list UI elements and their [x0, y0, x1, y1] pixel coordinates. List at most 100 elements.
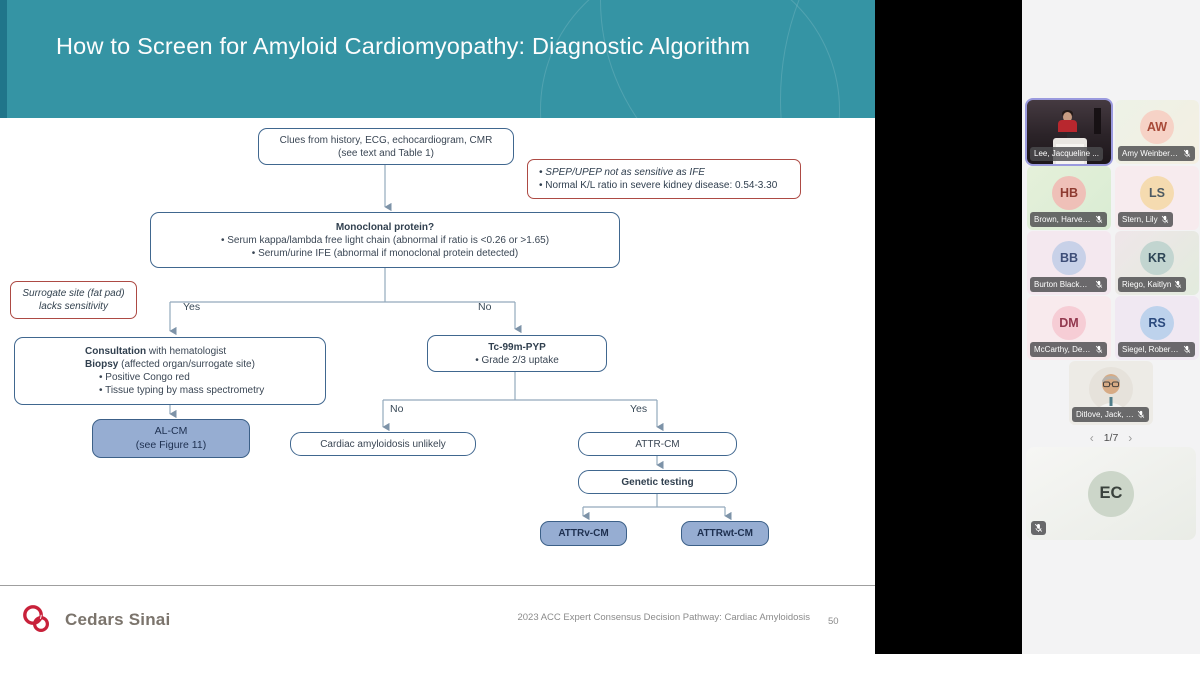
surrogate-line1: Surrogate site (fat pad) [22, 288, 125, 299]
consult-bullet1: • Positive Congo red [99, 372, 190, 383]
participant-name-tag: Ditlove, Jack, M.D. [1072, 407, 1149, 422]
mic-muted-icon [1137, 410, 1145, 419]
gallery-pager: ‹ 1/7 › [1022, 431, 1200, 445]
mic-muted-icon [1161, 215, 1168, 224]
mic-muted-icon [1095, 280, 1103, 289]
flow-note-spep: • SPEP/UPEP not as sensitive as IFE • No… [527, 159, 801, 199]
participant-photo [1089, 367, 1133, 412]
participant-tile[interactable]: RS Siegel, Robert Ja... [1115, 296, 1199, 360]
consultation-bold: Consultation [85, 346, 147, 357]
avatar-initials: EC [1099, 484, 1123, 502]
participant-tile[interactable]: AW Amy Weinberg (... [1115, 100, 1199, 164]
participant-name: Ditlove, Jack, M.D. [1076, 410, 1134, 419]
participant-name: Riego, Kaitlyn [1122, 280, 1172, 289]
spep-bullet2: • Normal K/L ratio in severe kidney dise… [539, 180, 778, 191]
self-video-tile[interactable]: EC [1026, 447, 1196, 540]
edge-label-no: No [478, 301, 492, 313]
pager-prev-icon[interactable]: ‹ [1089, 431, 1094, 445]
participant-tile[interactable]: HB Brown, Harvey, ... [1027, 166, 1111, 230]
mic-muted-icon [1175, 280, 1182, 289]
biopsy-rest: (affected organ/surrogate site) [118, 359, 255, 370]
pager-next-icon[interactable]: › [1128, 431, 1133, 445]
clues-line2: (see text and Table 1) [338, 147, 434, 159]
monoclonal-bullet2: • Serum/urine IFE (abnormal if monoclona… [251, 247, 519, 259]
participant-name: McCarthy, Deidre [1034, 345, 1092, 354]
participant-tile-video[interactable]: Lee, Jacqueline ... [1027, 100, 1111, 164]
avatar-initials: DM [1059, 315, 1079, 330]
biopsy-bold: Biopsy [85, 359, 119, 370]
spep-bullet1: • SPEP/UPEP not as sensitive as IFE [539, 167, 705, 178]
participant-name: Siegel, Robert Ja... [1122, 345, 1180, 354]
flow-note-surrogate: Surrogate site (fat pad) lacks sensitivi… [10, 281, 137, 319]
flow-box-monoclonal: Monoclonal protein? • Serum kappa/lambda… [150, 212, 620, 268]
mic-muted-icon [1183, 149, 1191, 158]
avatar-initials: BB [1059, 250, 1079, 265]
avatar: RS [1140, 305, 1174, 340]
surrogate-line2: lacks sensitivity [39, 301, 108, 312]
slide-page-number: 50 [828, 616, 839, 627]
pager-label: 1/7 [1103, 432, 1119, 444]
alcm-line1: AL-CM [154, 424, 188, 437]
participant-tile[interactable]: DM McCarthy, Deidre [1027, 296, 1111, 360]
flow-box-tc99m-pyp: Tc-99m-PYP • Grade 2/3 uptake [427, 335, 607, 372]
brand-name: Cedars Sinai [65, 610, 171, 629]
slide-citation: 2023 ACC Expert Consensus Decision Pathw… [517, 612, 810, 623]
consult-bullet2: • Tissue typing by mass spectrometry [99, 385, 265, 396]
clues-line1: Clues from history, ECG, echocardiogram,… [279, 134, 493, 146]
participants-panel: Lee, Jacqueline ... AW Amy Weinberg (...… [1022, 0, 1200, 654]
participant-name-tag: Lee, Jacqueline ... [1030, 147, 1103, 161]
avatar-initials: LS [1149, 185, 1165, 200]
participant-name-tag: Stern, Lily [1118, 212, 1173, 227]
avatar-initials: AW [1146, 119, 1168, 134]
header-accent-strip [0, 0, 7, 118]
flow-box-attr-cm: ATTR-CM [578, 432, 737, 456]
avatar-initials: RS [1148, 315, 1166, 330]
shared-slide: How to Screen for Amyloid Cardiomyopathy… [0, 0, 875, 636]
diagnostic-flowchart: Clues from history, ECG, echocardiogram,… [0, 118, 875, 585]
monoclonal-bullet1: • Serum kappa/lambda free light chain (a… [220, 234, 550, 246]
monoclonal-title: Monoclonal protein? [335, 221, 435, 233]
participant-tile-photo[interactable]: Ditlove, Jack, M.D. [1069, 361, 1153, 425]
letterbox-strip [875, 0, 1022, 654]
avatar: AW [1140, 109, 1174, 144]
edge-label-no: No [390, 403, 404, 415]
edge-label-yes: Yes [630, 403, 648, 415]
participant-tile[interactable]: KR Riego, Kaitlyn [1115, 231, 1199, 295]
flow-box-unlikely: Cardiac amyloidosis unlikely [290, 432, 476, 456]
participant-name-tag: Riego, Kaitlyn [1118, 277, 1187, 292]
genetic-label: Genetic testing [621, 476, 694, 488]
alcm-line2: (see Figure 11) [135, 438, 207, 451]
participant-name: Brown, Harvey, ... [1034, 215, 1092, 224]
participant-name: Amy Weinberg (... [1122, 149, 1180, 158]
flow-box-attrv-cm: ATTRv-CM [540, 521, 627, 546]
flow-box-al-cm: AL-CM (see Figure 11) [92, 419, 250, 458]
slide-header: How to Screen for Amyloid Cardiomyopathy… [0, 0, 875, 118]
participant-name-tag: Amy Weinberg (... [1118, 146, 1195, 161]
self-avatar: EC [1088, 470, 1134, 517]
participant-tile[interactable]: LS Stern, Lily [1115, 166, 1199, 230]
footer-divider [0, 585, 875, 586]
flowchart-connectors [169, 165, 732, 521]
avatar: LS [1140, 175, 1174, 210]
participant-name-tag: McCarthy, Deidre [1030, 342, 1107, 357]
participant-name: Stern, Lily [1122, 215, 1158, 224]
self-mic-muted-badge [1031, 521, 1046, 535]
avatar-initials: HB [1059, 185, 1079, 200]
avatar-initials: KR [1147, 250, 1167, 265]
tc-bullet1: • Grade 2/3 uptake [475, 354, 559, 366]
flow-box-consultation: Consultation with hematologist Biopsy (a… [14, 337, 326, 405]
participant-tile[interactable]: BB Burton Blackman... [1027, 231, 1111, 295]
consultation-rest: with hematologist [146, 346, 227, 357]
slide-title: How to Screen for Amyloid Cardiomyopathy… [56, 33, 751, 59]
participant-name-tag: Siegel, Robert Ja... [1118, 342, 1195, 357]
participant-name-tag: Brown, Harvey, ... [1030, 212, 1107, 227]
avatar: HB [1052, 175, 1086, 210]
cedars-sinai-mark-icon [23, 605, 50, 633]
mic-muted-icon [1095, 215, 1103, 224]
mic-muted-icon [1183, 345, 1191, 354]
participant-name: Lee, Jacqueline ... [1034, 150, 1099, 158]
mic-muted-icon [1034, 523, 1043, 533]
flow-box-clues: Clues from history, ECG, echocardiogram,… [258, 128, 514, 165]
cedars-sinai-logo: Cedars Sinai [20, 604, 170, 636]
participant-name: Burton Blackman... [1034, 280, 1092, 289]
